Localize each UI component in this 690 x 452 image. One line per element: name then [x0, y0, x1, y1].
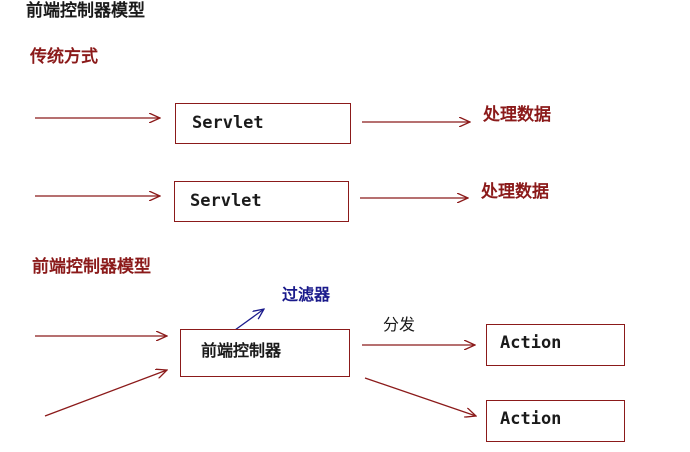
result-label-2: 处理数据 [481, 182, 549, 202]
front-controller-label: 前端控制器 [201, 341, 282, 360]
servlet-box-2 [174, 181, 349, 222]
servlet-label-2: Servlet [190, 191, 262, 211]
filter-label: 过滤器 [282, 285, 331, 304]
page-title: 前端控制器模型 [26, 1, 145, 21]
servlet-box-1 [175, 103, 351, 144]
action-label-1: Action [500, 333, 562, 353]
front-controller-box [180, 329, 350, 377]
action-box-1 [486, 324, 625, 366]
action-box-2 [486, 400, 625, 442]
request-arrow-4 [44, 370, 167, 417]
traditional-heading: 传统方式 [30, 47, 98, 67]
front-controller-heading: 前端控制器模型 [32, 257, 151, 277]
filter-arrow [234, 309, 264, 331]
action-label-2: Action [500, 409, 562, 429]
dispatch-arrow-2 [364, 377, 476, 416]
dispatch-label: 分发 [383, 315, 416, 334]
servlet-label-1: Servlet [192, 113, 264, 133]
result-label-1: 处理数据 [483, 105, 551, 125]
